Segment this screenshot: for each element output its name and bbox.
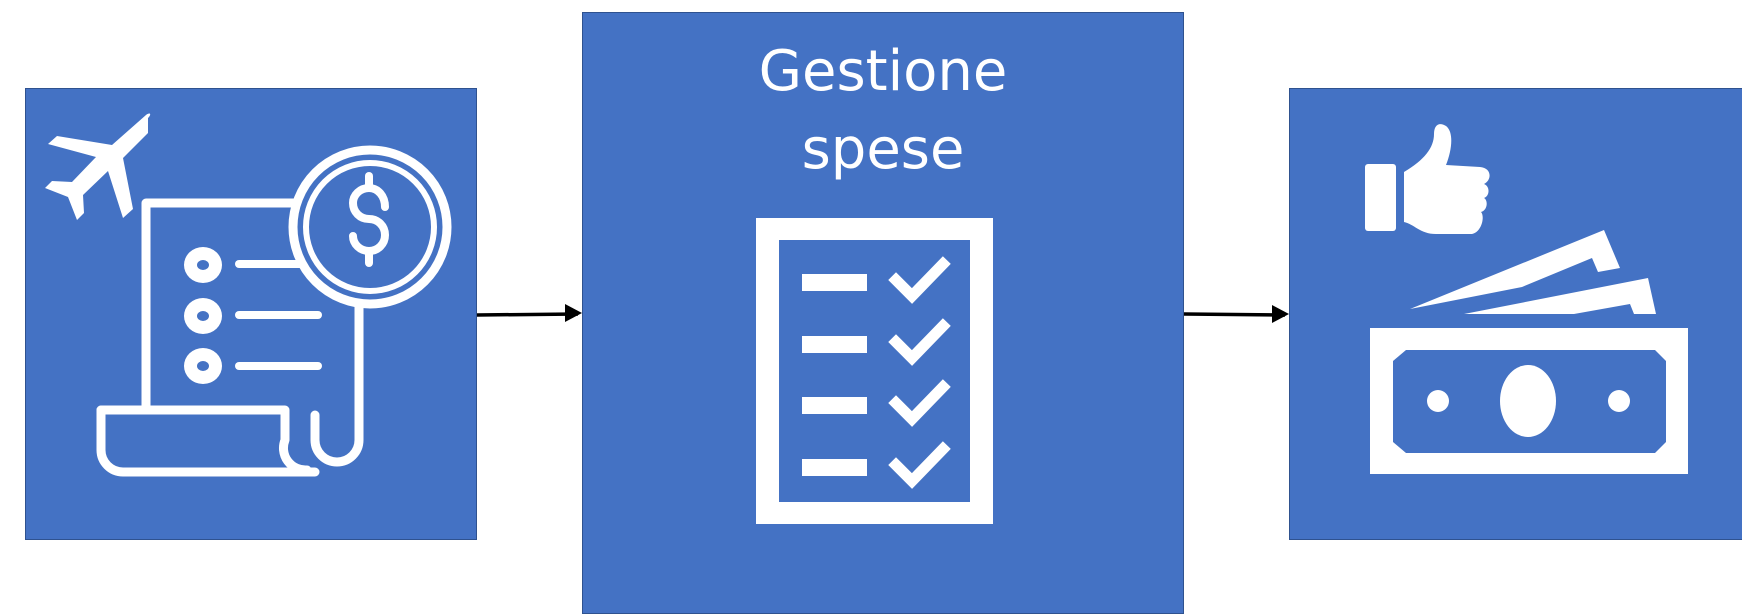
checklist-icon [756,218,993,524]
bill-inner [1393,350,1666,453]
thumbs-up-icon [1365,124,1490,234]
receipt-bullet-holes [197,260,209,371]
arrowhead-2 [1272,305,1289,323]
arrowhead-1 [565,304,582,322]
arrow-receipt-to-management [476,312,579,317]
receipt-dollar-icon [96,145,452,477]
arrow-management-to-payment [1183,312,1286,317]
node-title: Gestione spese [758,39,1008,182]
airplane-icon [45,113,151,220]
